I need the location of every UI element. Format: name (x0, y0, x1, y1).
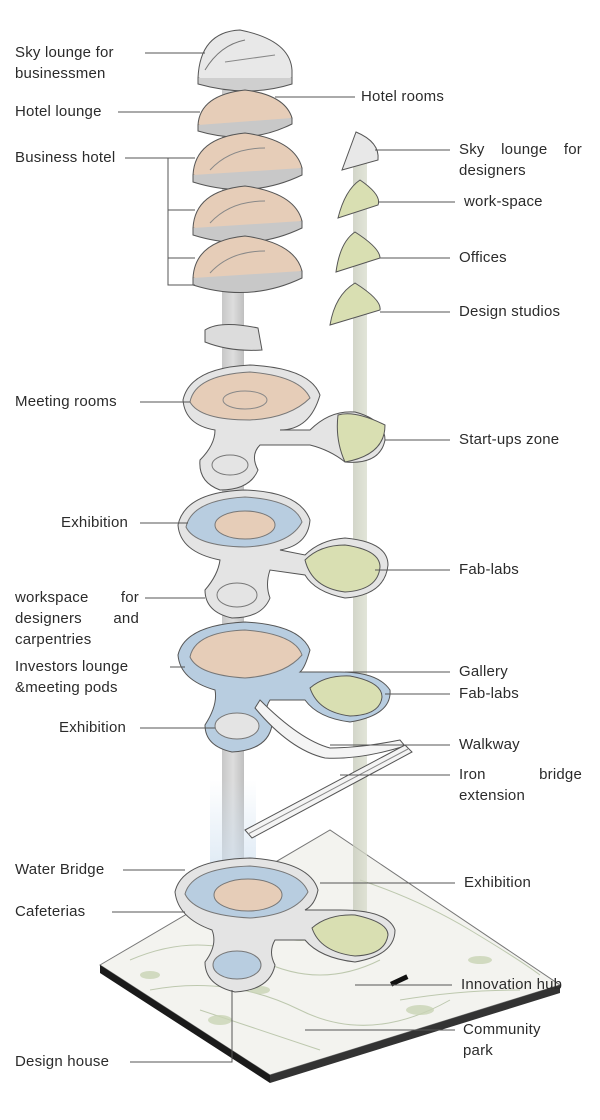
label-hotel-rooms: Hotel rooms (361, 88, 445, 105)
work-space-level (337, 179, 380, 219)
label-fab-labs-1: Fab-labs (459, 561, 519, 578)
sky-lounge-businessmen-level (197, 29, 293, 92)
sky-lounge-designers-level (341, 131, 379, 171)
meeting-rooms-level (182, 364, 386, 491)
label-design-house: Design house (15, 1053, 110, 1070)
exhibition-level-1 (177, 489, 389, 619)
label-community-park: Community park (463, 1021, 541, 1059)
label-innovation-hub: Innovation hub (461, 976, 563, 993)
offices-level (335, 231, 381, 273)
label-walkway: Walkway (459, 736, 520, 753)
label-cafeterias: Cafeterias (15, 903, 86, 920)
label-investors-lounge: Investors lounge &meeting pods (15, 658, 129, 696)
label-design-studios: Design studios (459, 303, 561, 320)
label-business-hotel: Business hotel (15, 149, 116, 166)
label-hotel-lounge: Hotel lounge (15, 103, 102, 120)
label-meeting-rooms: Meeting rooms (15, 393, 117, 410)
label-sky-lounge-businessmen: Sky lounge for businessmen (15, 44, 114, 82)
label-sky-lounge-designers: Sky lounge for designers (459, 141, 582, 179)
label-startups-zone: Start-ups zone (459, 431, 560, 448)
business-hotel-level-3 (192, 235, 303, 293)
ground-level (174, 857, 396, 993)
gallery-level (177, 621, 391, 753)
label-fab-labs-2: Fab-labs (459, 685, 519, 702)
business-hotel-level-2 (192, 185, 303, 243)
label-work-space: work-space (464, 193, 543, 210)
label-offices: Offices (459, 249, 507, 266)
label-exhibition-3: Exhibition (464, 874, 532, 891)
label-water-bridge: Water Bridge (15, 861, 105, 878)
leader-lines (112, 52, 455, 1063)
hotel-lounge-level (197, 89, 293, 138)
label-gallery: Gallery (459, 663, 508, 680)
label-exhibition-2: Exhibition (59, 719, 127, 736)
business-hotel-level-1 (192, 132, 303, 190)
label-iron-bridge: Iron bridge extension (459, 766, 582, 804)
label-workspace-designers: workspace for designers and carpentries (15, 589, 139, 648)
mechanical-level (204, 324, 263, 351)
iron-bridge-extension (244, 744, 413, 839)
label-exhibition-1: Exhibition (61, 514, 129, 531)
design-studios-level (329, 282, 381, 326)
